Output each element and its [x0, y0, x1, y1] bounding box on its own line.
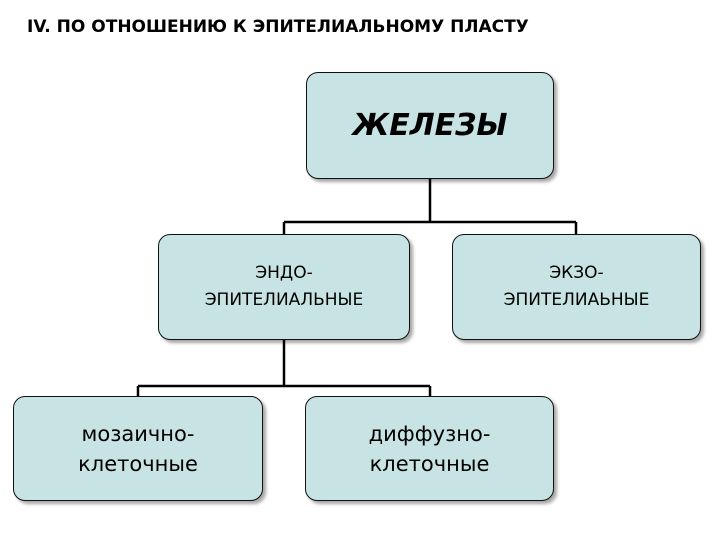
- node-exoepithelial-line1: ЭКЗО-: [549, 263, 604, 283]
- node-glands: ЖЕЛЕЗЫ: [306, 72, 554, 179]
- connector-root-children: [282, 179, 578, 234]
- node-endoepithelial-line1: ЭНДО-: [255, 263, 313, 283]
- node-exoepithelial: ЭКЗО- ЭПИТЕЛИАЬНЫЕ: [452, 234, 701, 340]
- slide-title: IV. ПО ОТНОШЕНИЮ К ЭПИТЕЛИАЛЬНОМУ ПЛАСТУ: [27, 17, 529, 37]
- node-glands-label: ЖЕЛЕЗЫ: [352, 108, 508, 143]
- node-exoepithelial-line2: ЭПИТЕЛИАЬНЫЕ: [503, 290, 650, 310]
- node-diffuse-cellular-line2: клеточные: [369, 451, 490, 476]
- node-diffuse-cellular-line1: диффузно-: [368, 421, 491, 446]
- node-mosaic-cellular-line2: клеточные: [78, 451, 198, 476]
- node-diffuse-cellular: диффузно- клеточные: [305, 396, 554, 501]
- node-endoepithelial: ЭНДО- ЭПИТЕЛИАЛЬНЫЕ: [158, 234, 410, 340]
- node-endoepithelial-line2: ЭПИТЕЛИАЛЬНЫЕ: [204, 290, 364, 310]
- node-mosaic-cellular-line1: мозаично-: [81, 421, 195, 446]
- connector-endo-children: [136, 340, 432, 396]
- node-mosaic-cellular: мозаично- клеточные: [13, 396, 263, 501]
